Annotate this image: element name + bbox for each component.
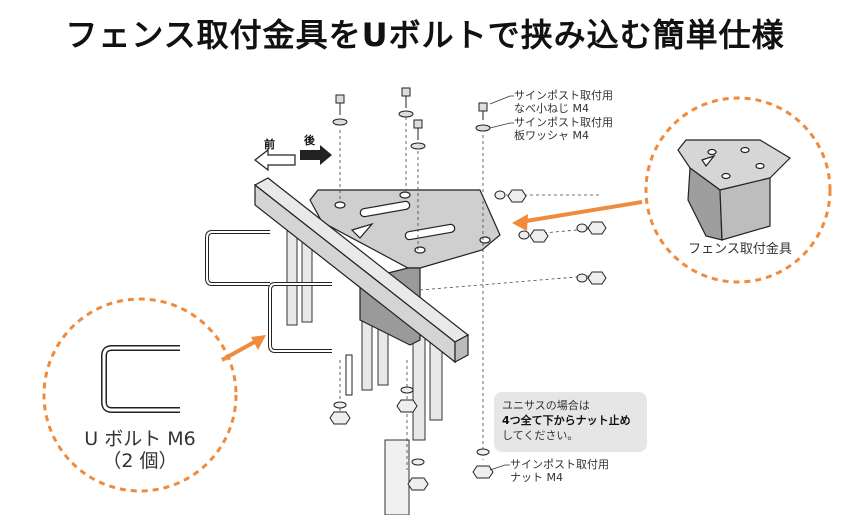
washer-label-line2: 板ワッシャ M4: [514, 129, 589, 142]
washer-label-line1: サインポスト取付用: [514, 116, 613, 129]
fence-bracket-label: フェンス取付金具: [688, 242, 792, 257]
back-label: 後: [304, 134, 315, 147]
nut-label-line2: ナット M4: [510, 471, 563, 484]
bottom-hardware: [329, 354, 494, 491]
front-direction-arrow: [254, 148, 296, 172]
unisus-note: ユニサスの場合は 4つ全て下からナット止め してください。: [494, 392, 647, 452]
nut-label: サインポスト取付用 ナット M4: [510, 458, 609, 484]
fence-bracket-detail-icon: [677, 139, 791, 241]
nut-label-line1: サインポスト取付用: [510, 458, 609, 471]
u-bolt-detail-icon: [101, 345, 180, 413]
fence-bracket-callout-circle: [644, 96, 832, 284]
u-bolt-pointer-arrow: [221, 335, 266, 362]
back-direction-arrow: [300, 145, 332, 165]
screw-label: サインポスト取付用 なべ小ねじ M4: [514, 89, 613, 115]
note-line1: ユニサスの場合は: [502, 399, 590, 412]
u-bolt-count: （2 個）: [102, 450, 178, 472]
front-label: 前: [264, 138, 275, 151]
screw-label-line2: なべ小ねじ M4: [514, 102, 589, 115]
side-nuts: [494, 189, 607, 285]
note-line3: してください。: [502, 429, 579, 442]
u-bolt-callout-circle: [42, 297, 238, 493]
u-bolt-name: U ボルト M6: [84, 428, 196, 450]
fence-bracket-pointer-arrow: [512, 200, 643, 231]
page-title: フェンス取付金具をUボルトで挟み込む簡単仕様: [65, 16, 785, 54]
u-bolt-label: U ボルト M6 （2 個）: [60, 428, 220, 472]
screw-label-line1: サインポスト取付用: [514, 89, 613, 102]
washer-label: サインポスト取付用 板ワッシャ M4: [514, 116, 613, 142]
top-screws: [332, 87, 491, 150]
fence-rail: [253, 177, 470, 364]
note-line2: 4つ全て下からナット止め: [502, 414, 631, 427]
